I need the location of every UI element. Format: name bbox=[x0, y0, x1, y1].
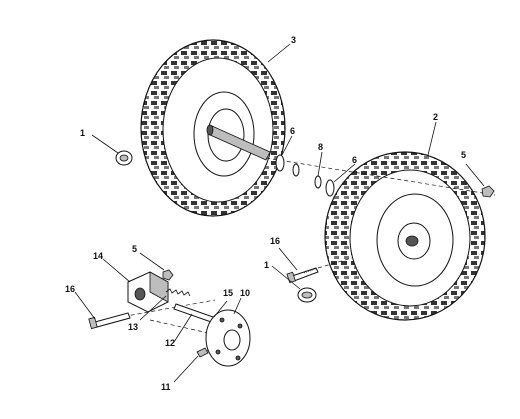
washer-8-left bbox=[292, 163, 300, 177]
left-wheel-assembly bbox=[140, 39, 286, 217]
bolt-16-right bbox=[286, 267, 319, 284]
washer-8-right bbox=[314, 175, 322, 189]
axle-centerline bbox=[265, 157, 496, 196]
callout-8: 8 bbox=[318, 142, 323, 152]
bolt-16-lower bbox=[88, 312, 131, 330]
spring-13 bbox=[165, 288, 191, 297]
callout-5-right: 5 bbox=[461, 150, 466, 160]
callout-12: 12 bbox=[165, 338, 175, 348]
callout-13: 13 bbox=[128, 322, 138, 332]
nut-5-right bbox=[481, 185, 495, 198]
set-screw-11 bbox=[196, 347, 209, 358]
callout-6-right: 6 bbox=[352, 155, 357, 165]
callout-2: 2 bbox=[433, 112, 438, 122]
callout-16-lower: 16 bbox=[65, 284, 75, 294]
washer-6-left bbox=[275, 154, 285, 172]
lynch-pin-1-right bbox=[297, 287, 317, 303]
callout-14: 14 bbox=[93, 251, 103, 261]
nut-5-lower bbox=[162, 269, 174, 281]
right-wheel-assembly bbox=[324, 151, 486, 321]
bracket-14 bbox=[127, 271, 169, 313]
flange-plate-10 bbox=[205, 309, 251, 367]
lynch-pin-1-left bbox=[115, 150, 133, 166]
callout-1-left: 1 bbox=[80, 128, 85, 138]
washer-6-right bbox=[325, 179, 335, 197]
callout-5-lower: 5 bbox=[132, 244, 137, 254]
callout-10: 10 bbox=[240, 288, 250, 298]
callout-16-right: 16 bbox=[270, 236, 280, 246]
callout-15: 15 bbox=[223, 288, 233, 298]
pin-15 bbox=[173, 303, 217, 324]
callout-3: 3 bbox=[291, 35, 296, 45]
callout-6-left: 6 bbox=[290, 126, 295, 136]
callout-11: 11 bbox=[161, 382, 171, 392]
callout-1-right: 1 bbox=[264, 260, 269, 270]
